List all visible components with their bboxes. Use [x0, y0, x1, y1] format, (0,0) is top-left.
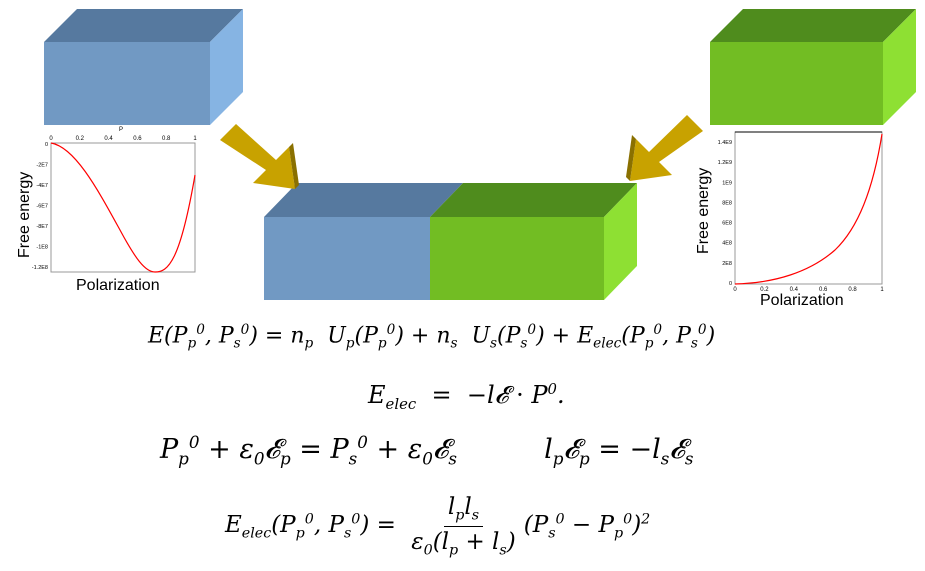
left-plot-curve: [50, 142, 196, 273]
left-plot-y-tick-label: -2E7: [36, 163, 48, 169]
blue-box-left-side: [210, 9, 243, 125]
right-plot-x-tick-label: 0.8: [848, 287, 857, 293]
green-box-right: [710, 9, 916, 125]
left-plot-x-ticks: 0 0.2 0.4 0.6 0.8 1: [49, 136, 197, 142]
green-box-right-front: [710, 42, 883, 125]
left-plot-y-tick-label: -1E8: [36, 245, 48, 251]
equation-elec-energy-result: Eelec(Pp0, Ps0) = lpls ε0(lp + ls) (Ps0 …: [225, 494, 651, 559]
left-plot-y-label: Free energy: [16, 171, 33, 258]
combined-box-top-green: [430, 183, 637, 217]
blue-box-left-top: [44, 9, 243, 42]
blue-box-left-front: [44, 42, 210, 125]
left-plot-y-tick-label: -6E7: [36, 204, 48, 210]
equation-electrostatic: Eelec = −l𝓔 · P0.: [368, 380, 565, 413]
equation-fraction: lpls ε0(lp + ls): [411, 494, 516, 559]
right-plot-frame: [734, 131, 883, 285]
arrow-right-shade: [626, 135, 636, 181]
left-plot-y-tick-label: 0: [45, 142, 48, 148]
left-plot: 0 0.2 0.4 0.6 0.8 1 0 -2E7 -4E7 -6E7 -8E7 -1E8 -1.2…: [32, 127, 197, 273]
left-plot-x-tick-label: 0: [49, 136, 53, 142]
left-plot-x-label: Polarization: [76, 277, 160, 294]
right-plot-x-ticks: 0 0.2 0.4 0.6 0.8 1: [733, 287, 884, 293]
right-plot-x-label: Polarization: [760, 292, 844, 309]
right-plot-y-tick-label: 4E8: [722, 241, 732, 247]
left-plot-x-tick-label: 0.6: [133, 136, 142, 142]
right-plot-x-tick-label: 0: [733, 287, 737, 293]
right-plot-y-tick-label: 2E8: [722, 261, 732, 267]
green-box-right-top: [710, 9, 916, 42]
right-plot-y-tick-label: 8E8: [722, 200, 732, 206]
left-plot-y-tick-label: -4E7: [36, 183, 48, 189]
combined-box-top-blue: [264, 183, 463, 217]
right-plot-curve: [734, 133, 883, 285]
left-plot-frame: [50, 142, 196, 273]
right-plot-y-tick-label: 1E9: [722, 180, 732, 186]
blue-box-left: [44, 9, 243, 125]
right-plot-y-ticks: 1.4E9 1.2E9 1E9 8E8 6E8 4E8 2E8 0: [718, 140, 732, 287]
left-plot-y-tick-label: -8E7: [36, 224, 48, 230]
combined-box-front-blue: [264, 217, 430, 300]
combined-box: [264, 183, 637, 300]
right-plot-y-tick-label: 1.2E9: [718, 160, 732, 166]
left-plot-x-tick-label: 0.2: [76, 136, 85, 142]
left-plot-y-tick-label: -1.2E8: [32, 265, 48, 271]
left-plot-y-ticks: 0 -2E7 -4E7 -6E7 -8E7 -1E8 -1.2E8: [32, 142, 48, 271]
equation-total-energy: E(Pp0, Ps0) = np Up(Pp0) + ns Us(Ps0) + …: [148, 322, 716, 352]
arrow-right: [626, 115, 703, 181]
combined-box-side: [604, 183, 637, 300]
combined-box-front-green: [430, 217, 604, 300]
left-plot-x-tick-label: 0.8: [162, 136, 171, 142]
right-plot-x-tick-label: 0.6: [819, 287, 828, 293]
green-box-right-side: [883, 9, 916, 125]
left-plot-x-tick-label: 0.4: [104, 136, 113, 142]
right-plot-y-tick-label: 1.4E9: [718, 140, 732, 146]
right-plot-y-tick-label: 6E8: [722, 221, 732, 227]
left-plot-x-tick-label: 1: [193, 136, 197, 142]
right-plot-x-tick-label: 0.2: [760, 287, 769, 293]
right-plot-y-tick-label: 0: [729, 281, 732, 287]
equation-boundary-conditions: Pp0 + ε0𝓔p = Ps0 + ε0𝓔s lp𝓔p = −ls𝓔s: [160, 432, 694, 469]
right-plot-x-tick-label: 0.4: [790, 287, 799, 293]
arrow-left-shade: [289, 143, 299, 189]
right-plot-x-tick-label: 1: [880, 287, 884, 293]
arrow-right-shaft: [630, 115, 703, 181]
arrow-left-shaft: [220, 124, 295, 189]
right-plot: 0 0.2 0.4 0.6 0.8 1 1.4E9 1.2E9 1E9 8E8 6E8 4E8 2E8…: [718, 131, 884, 293]
right-plot-y-label: Free energy: [695, 167, 712, 254]
arrow-left: [220, 124, 299, 189]
left-plot-top-axis-title: P: [119, 127, 123, 133]
